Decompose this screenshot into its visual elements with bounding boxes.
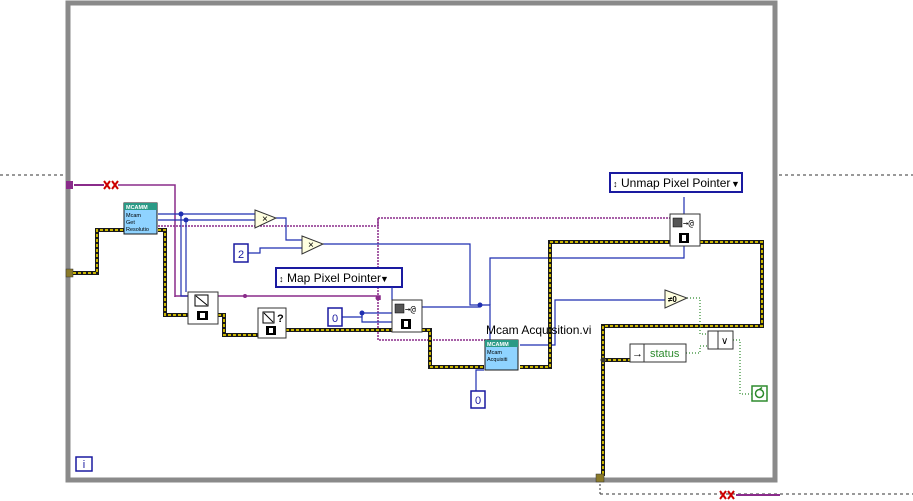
or-node[interactable]: ∨ bbox=[707, 330, 734, 350]
junction-dots bbox=[178, 211, 606, 363]
subvi-line-1: Mcam bbox=[487, 350, 502, 356]
subvi-banner: MCAMM bbox=[487, 342, 509, 348]
refnum-tunnel-left[interactable] bbox=[66, 181, 73, 189]
ring-caret-icon: ▼ bbox=[731, 179, 740, 189]
constant-value: 0 bbox=[332, 313, 338, 325]
vi-label: Mcam Acquisition.vi bbox=[486, 323, 591, 337]
subvi-line-2: Get bbox=[126, 220, 135, 226]
status-unbundle[interactable]: → status bbox=[629, 343, 687, 363]
tunnel-symbol: →@ bbox=[405, 305, 416, 315]
unmap-pixel-pointer-ring[interactable]: ↕ Unmap Pixel Pointer ▼ bbox=[609, 172, 743, 193]
mcam-acquisition-subvi[interactable]: MCAMM Mcam Acquisiti bbox=[484, 339, 519, 371]
numeric-constant-0-left[interactable]: 0 bbox=[327, 307, 343, 327]
or-symbol: ∨ bbox=[721, 336, 728, 347]
multiply-node-1[interactable]: × bbox=[254, 209, 278, 229]
constant-value: 0 bbox=[475, 395, 481, 407]
while-loop-frame[interactable] bbox=[65, 0, 778, 483]
wire-break-icon bbox=[74, 180, 119, 190]
wire-break-icon-bottom bbox=[719, 490, 780, 500]
tunnel-symbol: →@ bbox=[683, 219, 694, 229]
boolean-wires[interactable] bbox=[686, 297, 752, 395]
subvi-line-2: Acquisiti bbox=[487, 357, 507, 363]
error-tunnel-bottom[interactable] bbox=[595, 473, 605, 483]
ring-arrow-icon: ↕ bbox=[613, 179, 618, 189]
unmap-pointer-node[interactable]: →@ bbox=[669, 213, 701, 247]
error-wires[interactable] bbox=[73, 228, 764, 476]
mcam-get-resolution-subvi[interactable]: MCAMM Mcam Get Resolutio bbox=[123, 202, 158, 235]
status-label: status bbox=[650, 348, 680, 360]
query-symbol: ? bbox=[277, 313, 284, 325]
ring-label: Map Pixel Pointer bbox=[287, 271, 381, 285]
ring-arrow-icon: ↕ bbox=[279, 274, 284, 284]
invoke-node-left[interactable] bbox=[187, 291, 219, 325]
ring-caret-icon: ▼ bbox=[380, 274, 389, 284]
multiply-symbol: × bbox=[308, 240, 314, 251]
subvi-line-1: Mcam bbox=[126, 213, 141, 219]
subvi-line-3: Resolutio bbox=[126, 227, 149, 233]
unbundle-arrow-icon: → bbox=[632, 348, 643, 360]
numeric-constant-2[interactable]: 2 bbox=[233, 243, 249, 263]
ring-label: Unmap Pixel Pointer bbox=[621, 176, 730, 190]
constant-value: 2 bbox=[238, 249, 244, 261]
subvi-banner: MCAMM bbox=[126, 205, 148, 211]
query-node[interactable]: ? bbox=[257, 307, 287, 339]
map-pixel-pointer-ring[interactable]: ↕ Map Pixel Pointer ▼ bbox=[275, 267, 403, 288]
multiply-node-2[interactable]: × bbox=[301, 235, 325, 255]
loop-condition-icon[interactable] bbox=[751, 385, 768, 402]
not-equal-zero-node[interactable]: ≠0 bbox=[664, 289, 689, 309]
error-tunnel-left[interactable] bbox=[65, 268, 74, 278]
not-equal-zero-symbol: ≠0 bbox=[668, 295, 677, 304]
iteration-terminal[interactable] bbox=[75, 456, 93, 472]
numeric-constant-0-bottom[interactable]: 0 bbox=[470, 390, 486, 409]
iteration-label: i bbox=[83, 459, 85, 471]
map-pointer-node[interactable]: →@ bbox=[391, 299, 423, 333]
numeric-wires[interactable] bbox=[158, 197, 685, 399]
multiply-symbol: × bbox=[262, 214, 268, 225]
